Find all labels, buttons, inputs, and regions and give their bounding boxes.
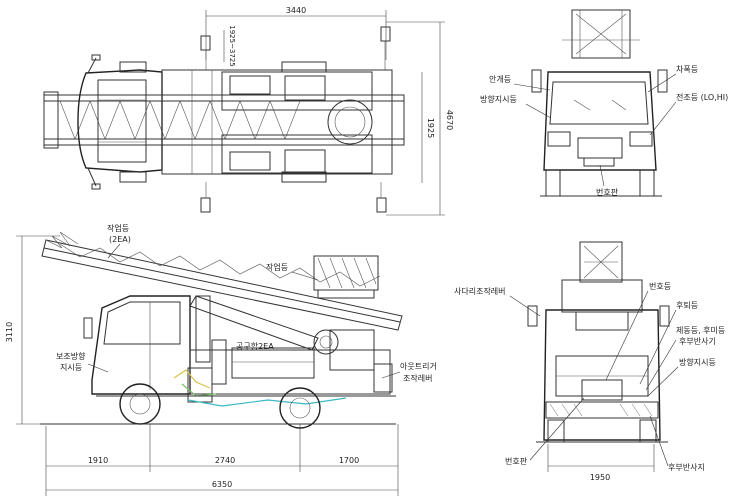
label-side-work-light-2: 작업등 [266, 262, 288, 272]
rear-view: 1950 사다리조작레버 번호등 후퇴등 제동등, 후미등 후부반사기 방향지시… [454, 241, 725, 482]
label-front-plate: 번호판 [596, 188, 619, 197]
label-front-vehicle-light: 차폭등 [676, 65, 698, 74]
dim-side-seg2: 2740 [215, 456, 235, 465]
dim-top-width: 3440 [286, 6, 306, 15]
label-front-fog: 안개등 [489, 74, 511, 84]
dim-top-outrigger-span: 1925~3725 [228, 25, 236, 67]
dim-side-seg3: 1700 [339, 456, 359, 465]
dim-rear-width: 1950 [590, 473, 610, 482]
dim-side-total: 6350 [212, 480, 232, 489]
label-rear-reflector: 후부반사지 [668, 463, 705, 472]
label-side-aux-turn-2: 지시등 [60, 363, 82, 372]
label-side-toolbox: 공구함2EA [236, 342, 274, 351]
side-view: 3110 [5, 223, 437, 496]
label-rear-brake-2: 후부반사기 [679, 337, 716, 346]
dim-side-seg1: 1910 [88, 456, 108, 465]
dim-side-height: 3110 [5, 322, 14, 342]
label-side-work-light-1-sub: (2EA) [109, 235, 131, 244]
label-rear-brake-1: 제동등, 후미등 [676, 326, 725, 335]
label-side-work-light-1: 작업등 [107, 223, 129, 233]
label-front-headlight: 전조등 (LO,HI) [676, 92, 728, 102]
label-rear-turn: 방향지시등 [679, 357, 716, 367]
label-side-aux-turn-1: 보조방향 [56, 351, 86, 361]
dim-top-inner-height: 1925 [426, 118, 435, 138]
label-rear-plate: 번호판 [505, 457, 528, 466]
front-view: 안개등 방향지시등 차폭등 전조등 (LO,HI) 번호판 [480, 9, 728, 197]
label-rear-plate-light: 번호등 [649, 282, 671, 291]
label-front-turn: 방향지시등 [480, 94, 517, 104]
dim-top-total-height: 4670 [445, 110, 454, 130]
label-rear-reverse: 후퇴등 [676, 301, 698, 310]
label-rear-ladder-lever: 사다리조작레버 [454, 286, 506, 296]
label-side-outrigger-1: 아웃트리거 [400, 361, 437, 371]
label-side-outrigger-2: 조작레버 [403, 373, 432, 383]
top-view: 3440 1925~3725 1925 4670 [43, 6, 454, 216]
